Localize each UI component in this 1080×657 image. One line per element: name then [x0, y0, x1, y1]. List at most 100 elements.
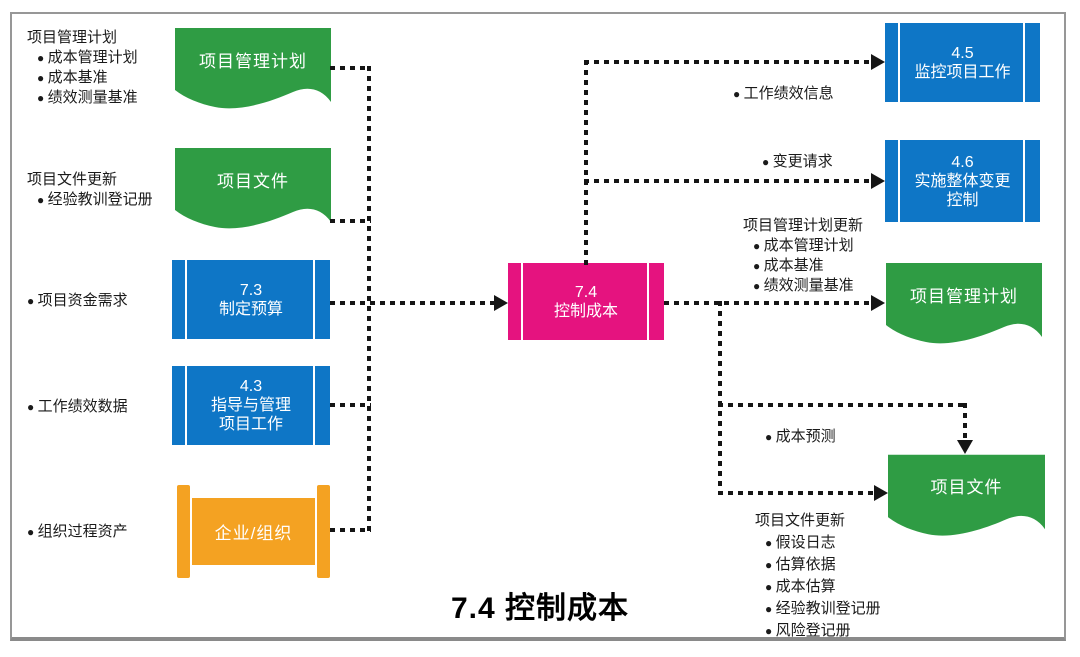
dotted-connector-4-3-stub: [330, 403, 371, 407]
arrowhead-into-docs-top: [957, 440, 973, 454]
document-wave-shape: [175, 28, 331, 109]
arrowhead-into-center: [494, 295, 508, 311]
bullet-list: 成本管理计划 成本基准 绩效测量基准: [27, 48, 138, 108]
process-name: 制定预算: [218, 300, 283, 318]
dotted-connector-eef-stub: [330, 528, 371, 532]
box-divider: [647, 263, 649, 340]
input-label-project-documents: 项目文件更新 经验教训登记册: [27, 170, 153, 210]
dotted-connector-left-trunk: [367, 66, 371, 532]
diagram-border: [10, 12, 1066, 641]
dotted-connector-into-docs-top: [963, 403, 967, 440]
bullet-item: 项目资金需求: [27, 291, 128, 311]
process-name: 控制: [946, 191, 979, 209]
dotted-connector-down-right: [718, 301, 722, 495]
process-name: 控制成本: [553, 302, 618, 320]
bullet-item: 成本管理计划: [37, 48, 138, 68]
arrowhead-into-4-6: [871, 173, 885, 189]
input-label-funding-requirements: 项目资金需求: [27, 291, 128, 311]
process-box-7-4-center: 7.4 控制成本: [508, 263, 664, 340]
dotted-connector-pmplan-stub: [330, 66, 371, 70]
label-heading: 项目管理计划更新: [743, 217, 864, 234]
arrowhead-into-pm-plan-output: [871, 295, 885, 311]
label-heading: 项目文件更新: [755, 512, 846, 529]
bullet-list: 项目资金需求: [27, 291, 128, 311]
bullet-item: 成本基准: [753, 256, 863, 276]
bullet-item: 经验教训登记册: [765, 598, 881, 620]
process-box-4-6: 4.6 实施整体变更 控制: [885, 140, 1040, 222]
label-heading: 项目管理计划: [27, 29, 118, 46]
dotted-connector-to-docs-left: [718, 491, 874, 495]
process-name: 实施整体变更: [914, 172, 1011, 190]
dotted-connector-to-pm-plan-output: [664, 301, 871, 305]
output-label-work-performance-info: 工作绩效信息: [733, 84, 834, 104]
process-text: 4.3 指导与管理 项目工作: [211, 377, 291, 434]
box-divider: [1023, 140, 1025, 222]
process-id: 4.3: [239, 378, 263, 395]
bullet-item: 成本估算: [765, 576, 881, 598]
output-label-pm-plan-updates: 项目管理计划更新 成本管理计划 成本基准 绩效测量基准: [743, 216, 863, 296]
bullet-item: 绩效测量基准: [37, 88, 138, 108]
document-wave-shape: [888, 454, 1045, 536]
dotted-connector-forecast-branch: [718, 403, 967, 407]
process-text: 7.3 制定预算: [219, 281, 283, 319]
bullet-list: 工作绩效信息: [733, 84, 834, 104]
dotted-connector-up-from-center: [584, 60, 588, 265]
bullet-item: 风险登记册: [765, 620, 881, 642]
process-box-4-5: 4.5 监控项目工作: [885, 23, 1040, 102]
dotted-connector-main-input: [330, 301, 494, 305]
document-shape-pm-plan-output: 项目管理计划: [885, 263, 1043, 347]
bullet-list: 成本预测: [765, 427, 836, 447]
bullet-list: 假设日志 估算依据 成本估算 经验教训登记册 风险登记册: [755, 532, 881, 642]
document-shape-project-documents-output: 项目文件: [888, 454, 1045, 540]
scroll-bar: [177, 485, 190, 578]
document-wave-shape: [175, 148, 331, 229]
bullet-list: 成本管理计划 成本基准 绩效测量基准: [743, 236, 863, 296]
dotted-connector-to-4-6: [584, 179, 871, 183]
box-divider: [898, 140, 900, 222]
process-id: 7.3: [239, 281, 263, 299]
dotted-connector-projdocs-stub: [330, 219, 371, 223]
bullet-list: 工作绩效数据: [27, 397, 128, 417]
output-label-change-requests: 变更请求: [762, 152, 833, 172]
bullet-item: 成本基准: [37, 68, 138, 88]
document-label: 项目管理计划: [910, 286, 1018, 306]
arrowhead-into-4-5: [871, 54, 885, 70]
bullet-item: 工作绩效数据: [27, 397, 128, 417]
document-label: 项目文件: [217, 171, 289, 191]
bullet-item: 经验教训登记册: [37, 190, 153, 210]
output-label-project-documents-updates: 项目文件更新 假设日志 估算依据 成本估算 经验教训登记册 风险登记册: [755, 510, 881, 642]
bullet-item: 成本预测: [765, 427, 836, 447]
process-id: 4.5: [951, 44, 974, 62]
process-name: 项目工作: [218, 416, 283, 433]
label-heading: 项目文件更新: [27, 171, 118, 188]
arrowhead-into-docs-left: [874, 485, 888, 501]
process-box-7-3: 7.3 制定预算: [172, 260, 330, 339]
process-text: 4.5 监控项目工作: [914, 44, 1010, 82]
scroll-bar: [317, 485, 330, 578]
bullet-item: 工作绩效信息: [733, 84, 834, 104]
box-divider: [521, 263, 523, 340]
bullet-list: 变更请求: [762, 152, 833, 172]
diagram-title: 7.4 控制成本: [450, 592, 630, 625]
document-wave-shape: [886, 263, 1042, 344]
input-label-work-performance-data: 工作绩效数据: [27, 397, 128, 417]
process-id: 7.4: [574, 283, 598, 301]
box-divider: [1023, 23, 1025, 102]
document-shape-project-documents: 项目文件: [175, 148, 331, 232]
input-label-project-management-plan: 项目管理计划 成本管理计划 成本基准 绩效测量基准: [27, 28, 138, 108]
box-divider: [185, 260, 187, 339]
document-label: 项目管理计划: [199, 51, 307, 71]
scroll-label: 企业/组织: [192, 498, 315, 565]
bullet-item: 变更请求: [762, 152, 833, 172]
input-label-opa: 组织过程资产: [27, 522, 128, 542]
box-divider: [898, 23, 900, 102]
box-divider: [313, 260, 315, 339]
enterprise-organization-shape: 企业/组织: [177, 485, 330, 578]
box-divider: [185, 366, 187, 445]
dotted-connector-to-4-5: [584, 60, 871, 64]
bullet-list: 经验教训登记册: [27, 190, 153, 210]
document-label: 项目文件: [930, 477, 1003, 497]
process-text: 4.6 实施整体变更 控制: [914, 153, 1010, 210]
box-divider: [313, 366, 315, 445]
